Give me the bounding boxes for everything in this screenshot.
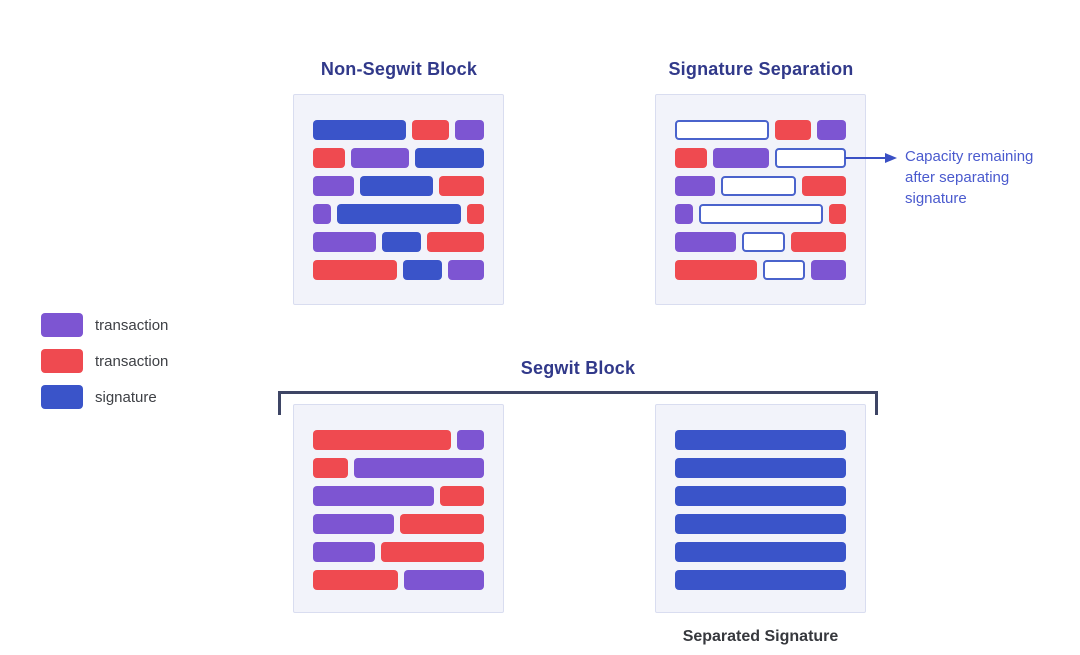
purple-bar bbox=[313, 486, 434, 506]
blue-bar bbox=[313, 120, 406, 140]
red-bar bbox=[313, 148, 346, 168]
red-bar bbox=[790, 232, 846, 252]
purple-bar bbox=[456, 430, 484, 450]
block-row bbox=[675, 486, 846, 506]
legend-swatch-blue bbox=[41, 385, 83, 409]
red-bar bbox=[313, 570, 399, 590]
purple-bar bbox=[313, 232, 376, 252]
block-row bbox=[675, 542, 846, 562]
legend-swatch-purple bbox=[41, 313, 83, 337]
block-row bbox=[675, 148, 846, 168]
blue-bar bbox=[359, 176, 434, 196]
purple-bar bbox=[404, 570, 484, 590]
segwit-bracket bbox=[278, 391, 878, 415]
segwit-transactions-box bbox=[293, 404, 504, 613]
purple-bar bbox=[811, 260, 846, 280]
red-bar bbox=[427, 232, 484, 252]
red-bar bbox=[439, 176, 484, 196]
block-row bbox=[675, 176, 846, 196]
block-row bbox=[675, 430, 846, 450]
non-segwit-block-box bbox=[293, 94, 504, 305]
red-bar bbox=[775, 120, 812, 140]
separated-signature-box bbox=[655, 404, 866, 613]
purple-bar bbox=[313, 514, 394, 534]
blue-bar bbox=[675, 570, 846, 590]
non-segwit-block-title: Non-Segwit Block bbox=[320, 59, 478, 79]
legend-label: signature bbox=[95, 388, 157, 406]
block-row bbox=[313, 430, 484, 450]
red-bar bbox=[399, 514, 484, 534]
block-row bbox=[675, 514, 846, 534]
purple-bar bbox=[817, 120, 847, 140]
block-row bbox=[675, 232, 846, 252]
capacity-bar bbox=[763, 260, 806, 280]
annotation-arrow-icon bbox=[845, 153, 897, 163]
block-row bbox=[313, 176, 484, 196]
block-row bbox=[313, 514, 484, 534]
blue-bar bbox=[675, 542, 846, 562]
capacity-bar bbox=[675, 120, 770, 140]
legend-item: signature bbox=[41, 385, 168, 409]
block-row bbox=[675, 204, 846, 224]
red-bar bbox=[829, 204, 846, 224]
blue-bar bbox=[403, 260, 443, 280]
block-row bbox=[675, 260, 846, 280]
block-row bbox=[313, 232, 484, 252]
capacity-bar bbox=[742, 232, 785, 252]
red-bar bbox=[313, 260, 398, 280]
red-bar bbox=[802, 176, 846, 196]
purple-bar bbox=[675, 204, 693, 224]
signature-separation-title: Signature Separation bbox=[668, 59, 854, 79]
red-bar bbox=[313, 430, 451, 450]
blue-bar bbox=[381, 232, 422, 252]
legend: transaction transaction signature bbox=[41, 313, 168, 409]
purple-bar bbox=[712, 148, 770, 168]
purple-bar bbox=[313, 204, 331, 224]
block-row bbox=[313, 458, 484, 478]
capacity-annotation: Capacity remaining after separating sign… bbox=[905, 148, 1034, 207]
purple-bar bbox=[313, 176, 354, 196]
purple-bar bbox=[448, 260, 484, 280]
purple-bar bbox=[353, 458, 484, 478]
legend-label: transaction bbox=[95, 352, 169, 370]
purple-bar bbox=[675, 232, 737, 252]
block-row bbox=[313, 204, 484, 224]
block-row bbox=[313, 542, 484, 562]
blue-bar bbox=[675, 514, 846, 534]
blue-bar bbox=[675, 458, 846, 478]
purple-bar bbox=[313, 542, 375, 562]
capacity-bar bbox=[775, 148, 846, 168]
red-bar bbox=[411, 120, 449, 140]
purple-bar bbox=[454, 120, 484, 140]
capacity-bar bbox=[698, 204, 824, 224]
legend-item: transaction bbox=[41, 349, 168, 373]
separated-signature-label: Separated Signature bbox=[682, 628, 839, 645]
red-bar bbox=[675, 260, 758, 280]
blue-bar bbox=[337, 204, 461, 224]
block-row bbox=[313, 570, 484, 590]
red-bar bbox=[675, 148, 707, 168]
purple-bar bbox=[675, 176, 715, 196]
purple-bar bbox=[351, 148, 410, 168]
block-row bbox=[313, 486, 484, 506]
red-bar bbox=[313, 458, 348, 478]
block-row bbox=[675, 570, 846, 590]
block-row bbox=[313, 148, 484, 168]
red-bar bbox=[467, 204, 484, 224]
legend-swatch-red bbox=[41, 349, 83, 373]
segwit-block-title: Segwit Block bbox=[520, 358, 636, 378]
blue-bar bbox=[675, 430, 846, 450]
signature-separation-box bbox=[655, 94, 866, 305]
blue-bar bbox=[415, 148, 484, 168]
block-row bbox=[675, 120, 847, 140]
block-row bbox=[313, 120, 484, 140]
block-row bbox=[313, 260, 484, 280]
capacity-bar bbox=[720, 176, 797, 196]
red-bar bbox=[380, 542, 484, 562]
legend-label: transaction bbox=[95, 316, 169, 334]
blue-bar bbox=[675, 486, 846, 506]
legend-item: transaction bbox=[41, 313, 168, 337]
block-row bbox=[675, 458, 846, 478]
red-bar bbox=[439, 486, 484, 506]
